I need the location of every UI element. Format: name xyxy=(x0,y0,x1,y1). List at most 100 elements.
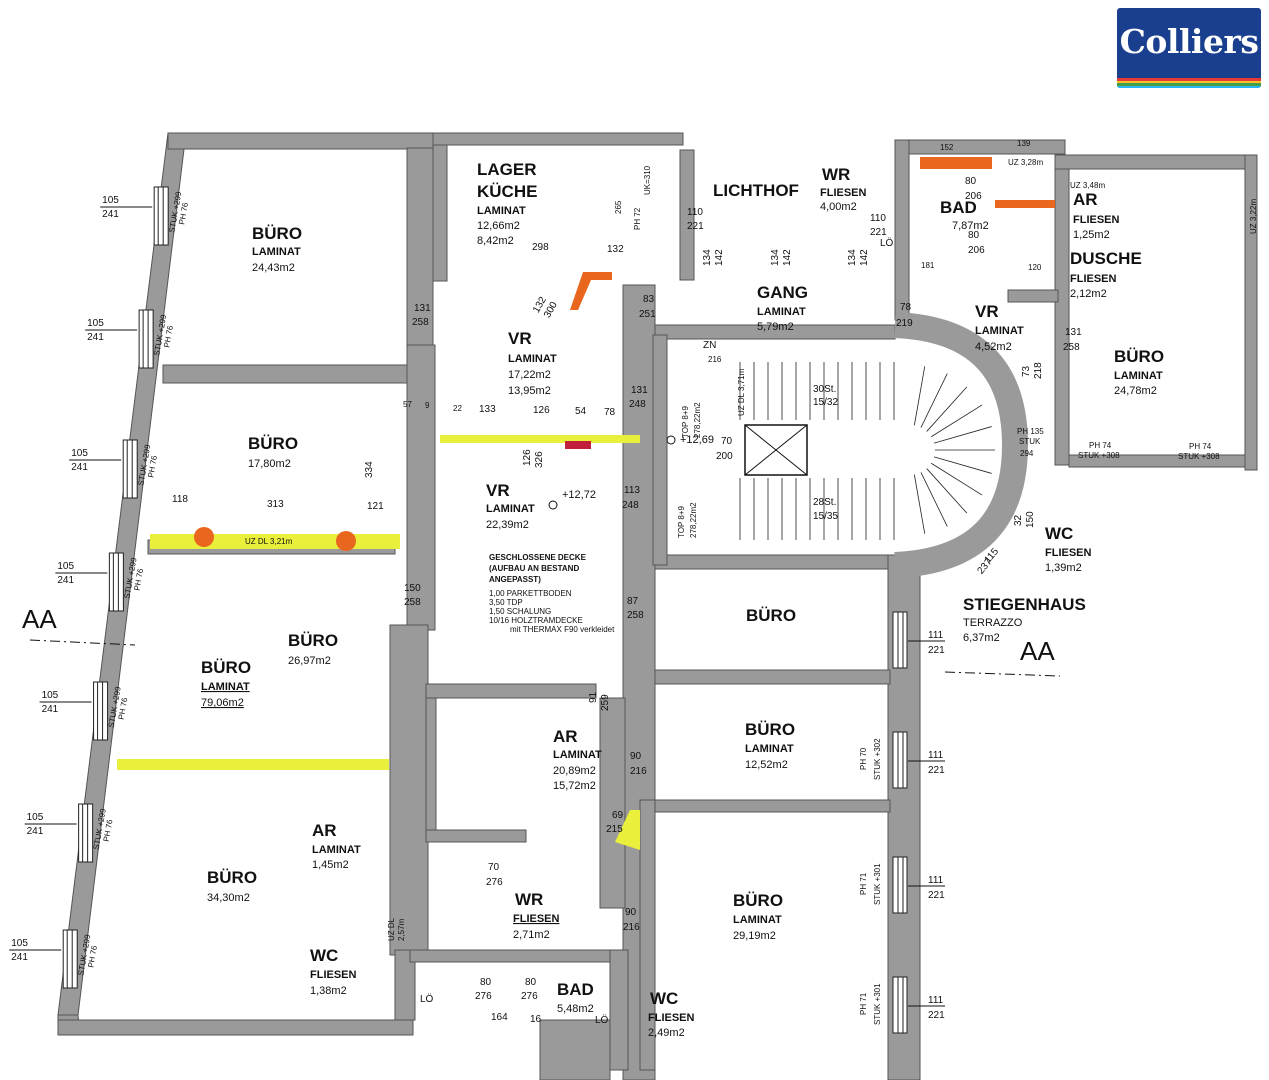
dim: 87 xyxy=(627,596,639,607)
room-buero-west-big: BÜRO 26,97m2 xyxy=(288,631,338,667)
dim: 150 xyxy=(404,583,421,594)
window-frame xyxy=(892,856,908,914)
dim: 126 xyxy=(522,449,533,466)
ceiling-note-line-2: (AUFBAU AN BESTAND xyxy=(489,564,579,573)
ceiling-layer-4: 10/16 HOLZTRAMDECKE xyxy=(489,616,583,625)
section-line-east xyxy=(944,671,1061,677)
room-material: LAMINAT xyxy=(1114,370,1163,382)
room-area: 6,37m2 xyxy=(963,632,1000,644)
room-name-2: KÜCHE xyxy=(477,182,537,201)
dim: UK=310 xyxy=(643,165,652,195)
room-name: VR xyxy=(975,302,999,321)
dim: 278,22m2 xyxy=(689,502,698,538)
dim: 258 xyxy=(404,597,421,608)
dim: 16 xyxy=(530,1014,542,1025)
room-name: AR xyxy=(312,821,337,840)
window-width: 105 xyxy=(102,195,119,206)
room-area: 7,87m2 xyxy=(952,220,989,232)
room-name: BÜRO xyxy=(201,658,251,677)
dim: 78 xyxy=(900,302,912,313)
dim: LÖ xyxy=(880,237,894,249)
dim: 80 xyxy=(965,176,977,187)
room-gang: GANG LAMINAT 5,79m2 xyxy=(757,283,808,333)
window-width: 105 xyxy=(42,690,59,701)
room-material: FLIESEN xyxy=(1070,273,1117,285)
room-name: BÜRO xyxy=(248,434,298,453)
dim: UZ DL 3,21m xyxy=(245,537,293,546)
stairs-lower-steps: 28St. xyxy=(813,497,836,508)
room-name: WR xyxy=(822,165,850,184)
dim: 142 xyxy=(859,249,870,266)
dim: 90 xyxy=(630,751,642,762)
dim: TOP 8+9 xyxy=(681,406,690,439)
section-mark-east: AA xyxy=(1020,636,1055,666)
window-stuk: STUK +302 xyxy=(873,738,882,780)
ceiling-note: GESCHLOSSENE DECKE (AUFBAU AN BESTAND AN… xyxy=(489,553,615,634)
dim: 120 xyxy=(1028,263,1042,272)
window-stuk: STUK +301 xyxy=(873,983,882,1025)
stair-tread-curved xyxy=(930,404,983,438)
dim: STUK +308 xyxy=(1078,451,1120,460)
dim: 206 xyxy=(965,191,982,202)
dim: 248 xyxy=(629,399,646,410)
room-area: 17,80m2 xyxy=(248,458,291,470)
section-mark-west: AA xyxy=(22,604,57,634)
elevation-2: +12,72 xyxy=(562,489,596,501)
ceiling-layer-1: 1,00 PARKETTBODEN xyxy=(489,589,572,598)
window-frame xyxy=(93,681,109,741)
dim: 73 xyxy=(1021,365,1032,377)
window-width: 111 xyxy=(928,630,944,641)
logo-stripe-blue xyxy=(1117,85,1261,88)
room-area: 17,22m2 xyxy=(508,369,551,381)
dim: 326 xyxy=(534,451,545,468)
elevation-marker-2 xyxy=(548,500,558,510)
dim: 216 xyxy=(630,766,647,777)
dim: 219 xyxy=(896,318,913,329)
room-wr-top: WR FLIESEN 4,00m2 xyxy=(820,165,867,213)
room-material: FLIESEN xyxy=(1045,547,1092,559)
yellow-beam-lower xyxy=(117,759,389,770)
room-name: VR xyxy=(508,329,532,348)
room-name: LICHTHOF xyxy=(713,181,799,200)
room-material: LAMINAT xyxy=(745,743,794,755)
room-area: 26,97m2 xyxy=(288,655,331,667)
dim: 70 xyxy=(488,862,500,873)
dim: 2,57m xyxy=(397,918,406,941)
dim: UZ 3,48m xyxy=(1070,181,1105,190)
dim: 221 xyxy=(687,221,704,232)
room-name: WC xyxy=(650,989,678,1008)
dim: 22 xyxy=(453,404,462,413)
dim: 90 xyxy=(625,907,637,918)
room-wr-bottom: WR FLIESEN 2,71m2 xyxy=(513,890,560,941)
dim: 298 xyxy=(532,242,549,253)
room-material: TERRAZZO xyxy=(963,617,1023,629)
dim: 131 xyxy=(631,385,648,396)
room-buero-nw: BÜRO LAMINAT 24,43m2 xyxy=(252,224,302,274)
room-vr-right: VR LAMINAT 4,52m2 xyxy=(975,302,1024,353)
dim: 258 xyxy=(412,317,429,328)
room-wc-east: WC FLIESEN 1,39m2 xyxy=(1045,524,1092,574)
orange-column-1 xyxy=(194,527,214,547)
dim: 139 xyxy=(1017,139,1031,148)
red-marker xyxy=(565,441,591,449)
dim: 83 xyxy=(643,294,655,305)
dim: 216 xyxy=(708,355,722,364)
yellow-door-marker xyxy=(615,810,640,850)
stairs-upper-steps: 30St. xyxy=(813,384,836,395)
dim: 80 xyxy=(525,977,537,988)
window-width: 111 xyxy=(928,750,944,761)
room-area: 2,49m2 xyxy=(648,1027,685,1039)
dim: 150 xyxy=(1025,511,1036,528)
room-area: 12,52m2 xyxy=(745,759,788,771)
orange-wall-ar xyxy=(995,200,1055,208)
dim: 164 xyxy=(491,1012,508,1023)
window-width: 111 xyxy=(928,995,944,1006)
room-name: STIEGENHAUS xyxy=(963,595,1086,614)
stair-tread-curved xyxy=(913,366,926,426)
